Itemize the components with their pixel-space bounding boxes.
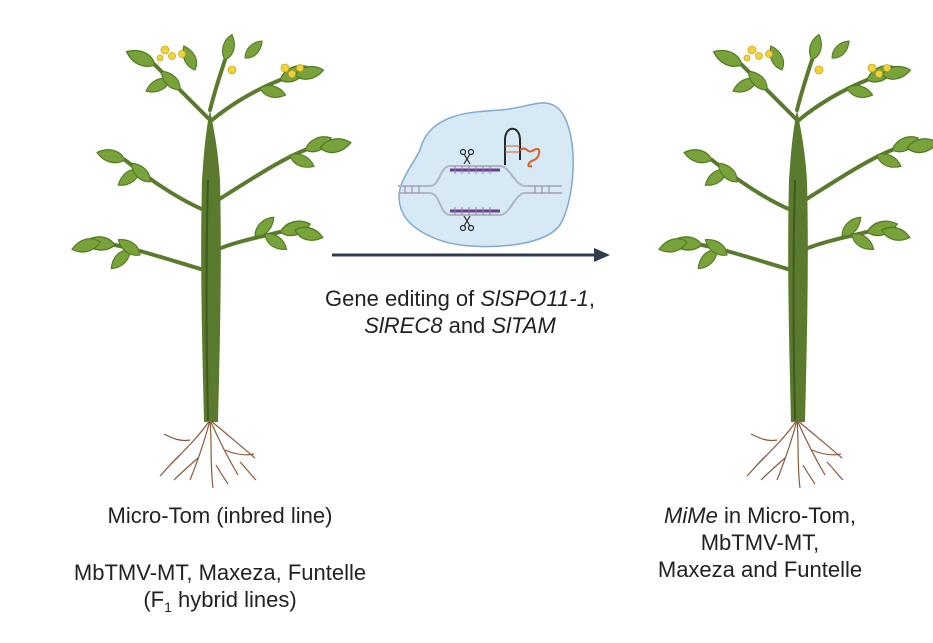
mime-label: MiMe xyxy=(664,503,718,528)
process-label-line-2: SlREC8 and SlTAM xyxy=(300,312,620,339)
caption-text: in Micro-Tom, xyxy=(717,503,856,528)
right-caption-line-2: MbTMV-MT, xyxy=(700,530,820,555)
left-caption-line-1: Micro-Tom (inbred line) xyxy=(107,503,333,528)
process-label: Gene editing of SlSPO11-1, SlREC8 and Sl… xyxy=(300,285,620,339)
right-caption-line-1: MiMe in Micro-Tom, xyxy=(600,502,920,529)
process-label-line-1: Gene editing of SlSPO11-1, xyxy=(300,285,620,312)
scissors-icon xyxy=(459,148,475,232)
process-arrow xyxy=(332,248,610,262)
cell-membrane xyxy=(398,102,574,248)
caption-text: (F xyxy=(143,587,165,612)
crispr-cell-illustration xyxy=(398,102,574,248)
subscript: 1 xyxy=(164,599,172,615)
left-caption-line-3: (F1 hybrid lines) xyxy=(20,586,420,615)
process-text: , xyxy=(588,286,595,311)
right-caption-line-3: Maxeza and Funtelle xyxy=(657,557,863,582)
tomato-plant-icon xyxy=(658,33,933,488)
dna-strand-icon xyxy=(398,165,562,216)
gene-name: SlREC8 xyxy=(364,313,443,338)
process-text: Gene editing of xyxy=(325,286,481,311)
gene-name: SlTAM xyxy=(491,313,556,338)
left-caption: Micro-Tom (inbred line) MbTMV-MT, Maxeza… xyxy=(20,502,420,615)
guide-rna-icon xyxy=(504,127,541,168)
gene-name: SlSPO11-1 xyxy=(480,286,589,311)
caption-text: hybrid lines) xyxy=(171,587,297,612)
process-text: and xyxy=(442,313,492,338)
right-caption: MiMe in Micro-Tom, MbTMV-MT, Maxeza and … xyxy=(600,502,920,583)
tomato-plant-icon xyxy=(71,33,352,488)
left-caption-line-2: MbTMV-MT, Maxeza, Funtelle xyxy=(73,560,367,585)
